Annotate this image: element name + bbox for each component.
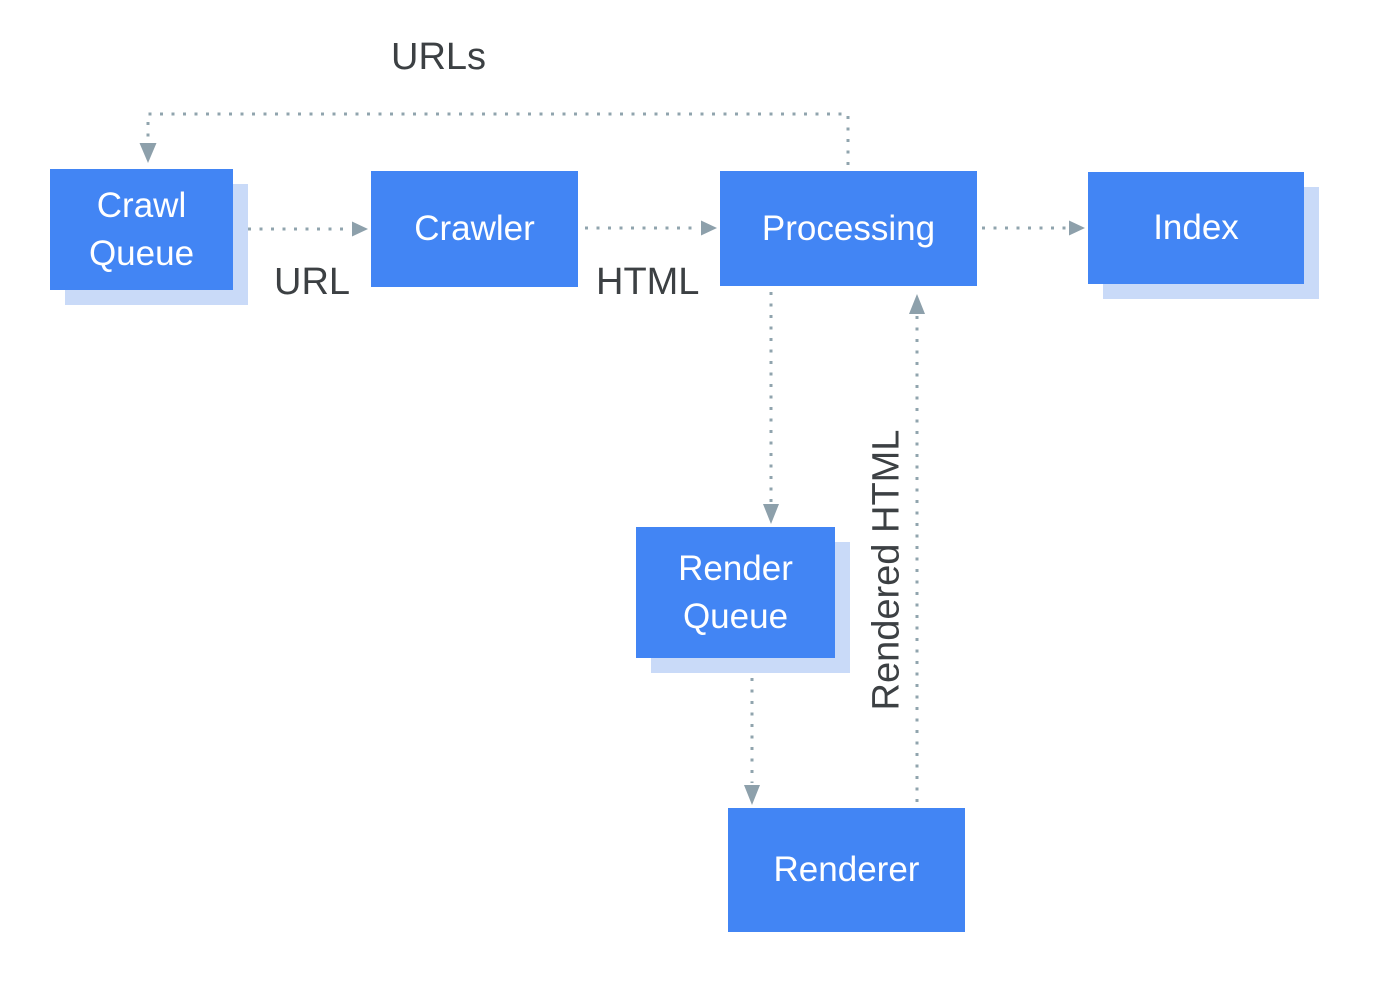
node-crawl-queue: Crawl Queue: [50, 169, 233, 290]
edge-processing-to-crawl-queue: [146, 112, 850, 165]
arrowhead-right-icon: [1069, 220, 1085, 236]
arrowhead-down-icon: [139, 143, 157, 163]
node-render-queue-label: Render Queue: [678, 549, 793, 636]
edge-label-rendered-html: Rendered HTML: [865, 429, 908, 711]
node-index-label: Index: [1153, 208, 1239, 248]
node-index: Index: [1088, 172, 1304, 284]
arrowhead-right-icon: [352, 221, 368, 237]
node-crawler: Crawler: [371, 171, 578, 287]
node-processing: Processing: [720, 171, 977, 286]
node-renderer: Renderer: [728, 808, 965, 932]
node-crawler-label: Crawler: [414, 209, 535, 249]
node-render-queue: Render Queue: [636, 527, 835, 658]
arrowhead-up-icon: [909, 294, 925, 314]
edge-label-url: URL: [274, 261, 351, 303]
node-crawl-queue-label: Crawl Queue: [88, 186, 195, 273]
node-processing-label: Processing: [761, 208, 936, 248]
arrowhead-right-icon: [701, 220, 717, 236]
edge-label-urls: URLs: [391, 36, 487, 78]
node-renderer-label: Renderer: [773, 850, 920, 890]
edge-label-html: HTML: [596, 261, 700, 303]
arrowhead-down-icon: [744, 785, 760, 805]
arrowhead-down-icon: [763, 504, 779, 524]
